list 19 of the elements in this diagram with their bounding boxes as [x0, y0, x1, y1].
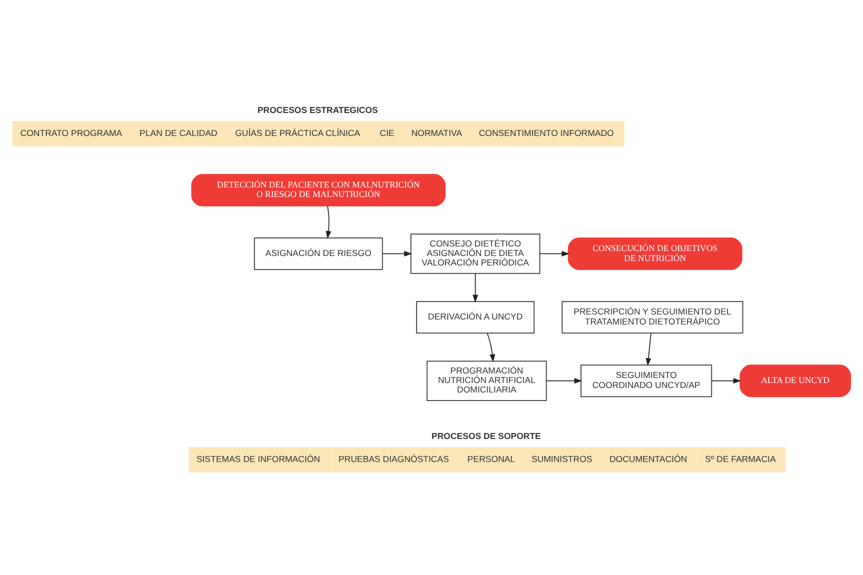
arrow — [472, 273, 478, 303]
node-box: PRESCRIPCIÓN Y SEGUIMIENTO DEL TRATAMIENTO DIETOTERÁPICO — [562, 301, 744, 334]
node-box: DERIVACIÓN A UNCYD — [416, 301, 535, 334]
node-box: DETECCIÓN DEL PACIENTE CON MALNUTRICIÓN O RIESGO DE MALNUTRICIÓN — [191, 174, 446, 206]
node-box: ALTA DE UNCYD — [740, 364, 852, 398]
arrow — [486, 332, 496, 362]
arrow — [546, 378, 582, 384]
arrow — [711, 378, 742, 384]
node-label: PROCESOS DE SOPORTE — [432, 431, 541, 442]
arrow — [382, 250, 412, 257]
arrow — [326, 206, 332, 239]
arrow — [646, 332, 652, 366]
node-box: ASIGNACIÓN DE RIESGO — [254, 238, 383, 270]
node-label: PROCESOS ESTRATEGICOS — [257, 105, 378, 116]
node-box: PROGRAMACIÓN NUTRICIÓN ARTIFICIAL DOMICILIARIA — [426, 360, 547, 402]
arrow — [539, 250, 570, 257]
node-box: CONSECUCIÓN DE OBJETIVOS DE NUTRICIÓN — [568, 238, 742, 270]
node-box: CONSEJO DIETÉTICO ASIGNACIÓN DE DIETA VALORACIÓN PERIÓDICA — [410, 234, 540, 274]
node-box: SEGUIMIENTO COORDINADO UNCYD/AP — [580, 364, 712, 398]
